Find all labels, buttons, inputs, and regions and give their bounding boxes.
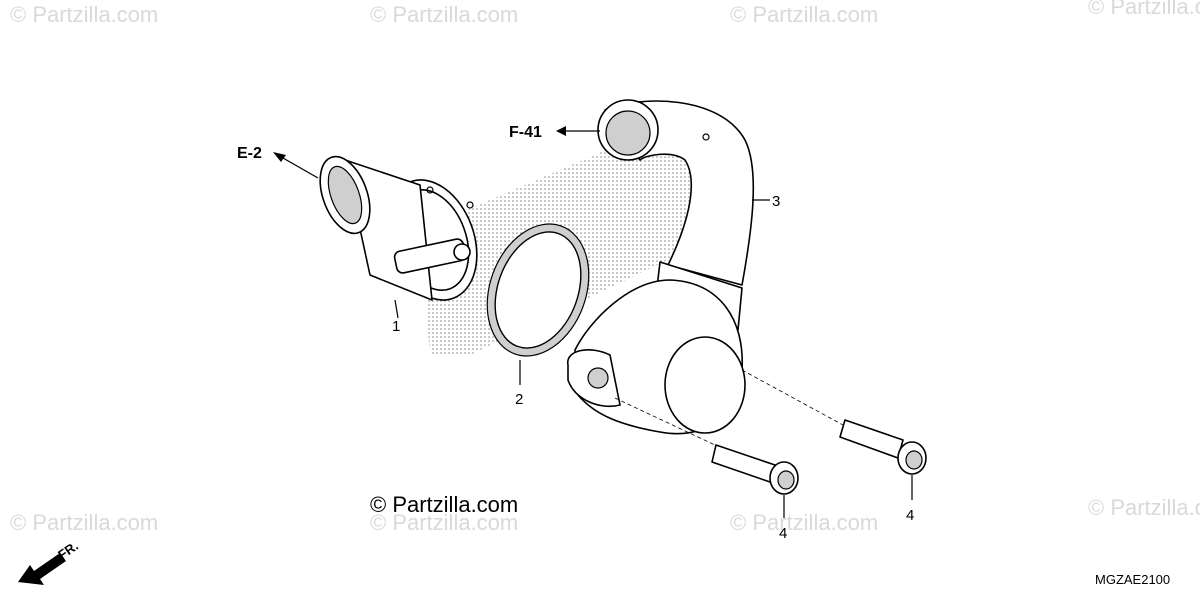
watermark: © Partzilla.com xyxy=(1088,0,1200,19)
watermark: © Partzilla.com xyxy=(730,510,878,535)
bolt-part xyxy=(614,397,799,518)
diagram-code: MGZAE2100 xyxy=(1095,572,1170,587)
front-direction-arrow: FR. xyxy=(18,538,81,585)
watermark: © Partzilla.com xyxy=(370,510,518,535)
reference-f41: F-41 xyxy=(509,124,542,141)
watermark: © Partzilla.com xyxy=(730,2,878,27)
callout-part-1: 1 xyxy=(392,318,400,335)
thermostat-housing-part xyxy=(567,99,770,435)
callout-part-2: 2 xyxy=(515,391,523,408)
thermostat-part xyxy=(319,155,478,319)
callout-part-4: 4 xyxy=(906,507,914,524)
bolt-part xyxy=(741,369,927,500)
reference-e2: E-2 xyxy=(237,145,262,162)
watermark: © Partzilla.com xyxy=(370,2,518,27)
watermark: © Partzilla.com xyxy=(10,2,158,27)
o-ring-part xyxy=(486,223,590,385)
watermark: © Partzilla.com xyxy=(1088,495,1200,520)
e2-reference-arrow xyxy=(273,152,319,179)
f41-reference-arrow xyxy=(556,126,600,136)
copyright-text: © Partzilla.com xyxy=(370,492,518,517)
callout-part-4: 4 xyxy=(779,525,787,542)
watermark: © Partzilla.com xyxy=(10,510,158,535)
callout-part-3: 3 xyxy=(772,193,780,210)
